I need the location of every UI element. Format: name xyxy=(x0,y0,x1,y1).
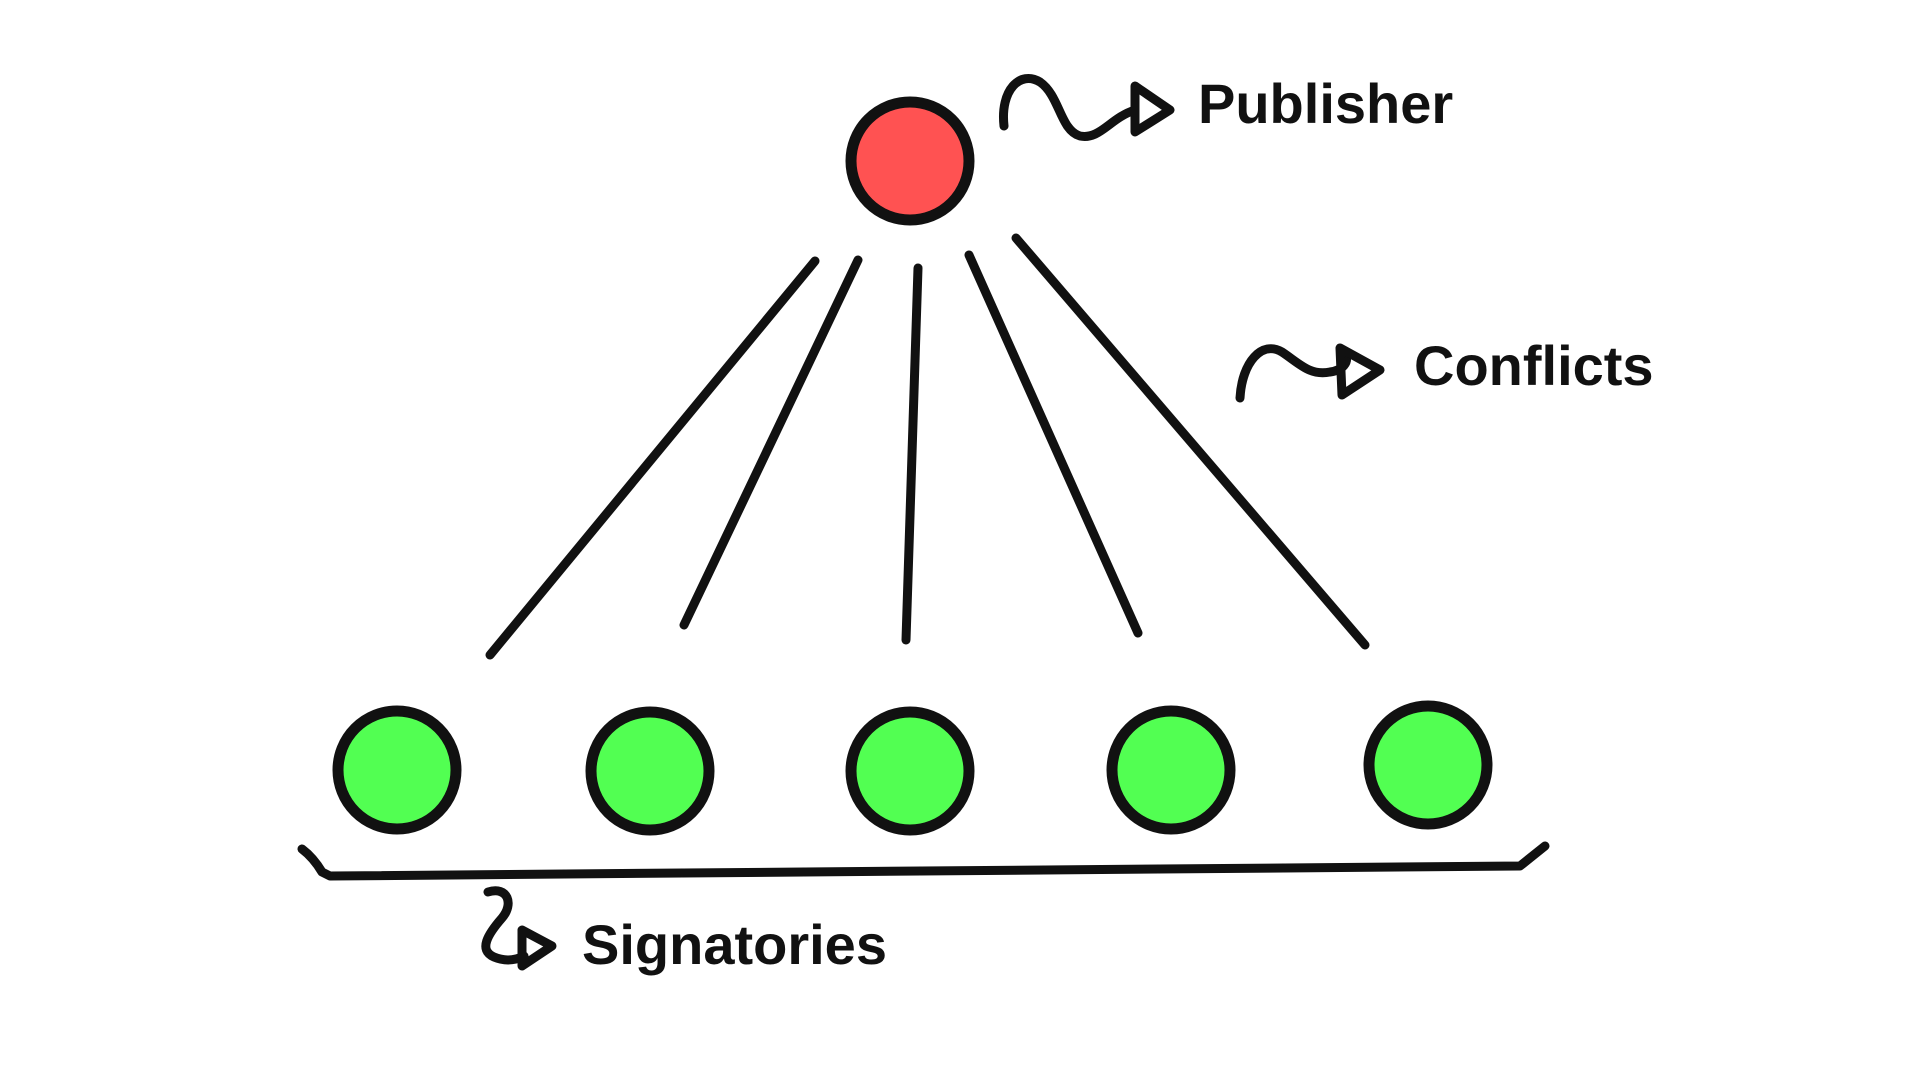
connections xyxy=(485,233,1370,660)
connection-line xyxy=(901,263,923,645)
signatories-label: Signatories xyxy=(582,913,887,976)
signatory-node xyxy=(1106,705,1236,835)
signatory-node xyxy=(332,705,462,835)
connection-line xyxy=(964,250,1143,638)
connection-line xyxy=(1011,233,1370,650)
signatory-node xyxy=(585,706,715,836)
connection-line xyxy=(485,256,820,660)
signatory-node xyxy=(845,706,975,836)
publisher-arrow-icon xyxy=(999,74,1175,141)
connection-line xyxy=(679,255,863,630)
publisher-label: Publisher xyxy=(1198,72,1453,135)
signatory-node xyxy=(1363,700,1493,830)
signatories-bracket xyxy=(297,841,1550,881)
publisher-node xyxy=(845,96,975,226)
signatory-nodes xyxy=(332,700,1493,836)
conflicts-arrow-icon xyxy=(1235,343,1385,403)
signatories-arrow-icon xyxy=(481,886,557,971)
conflicts-label: Conflicts xyxy=(1414,334,1654,397)
